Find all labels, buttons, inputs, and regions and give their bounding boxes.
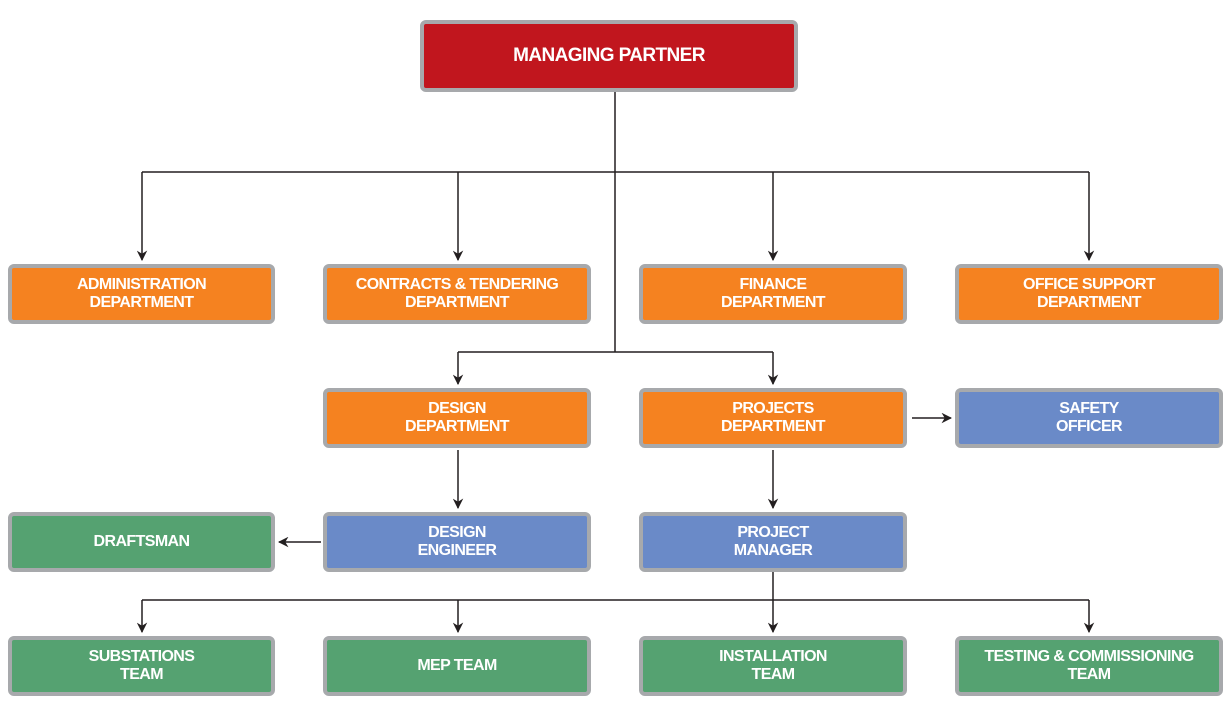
node-installation-team[interactable]: INSTALLATION TEAM [639, 636, 907, 696]
node-safety-officer[interactable]: SAFETY OFFICER [955, 388, 1223, 448]
node-label: DESIGN DEPARTMENT [405, 400, 510, 435]
node-label: ADMINISTRATION DEPARTMENT [76, 276, 207, 311]
node-label: DRAFTSMAN [93, 533, 191, 550]
node-label: TESTING & COMMISSIONING TEAM [984, 648, 1194, 683]
node-projects-department[interactable]: PROJECTS DEPARTMENT [639, 388, 907, 448]
node-mep-team[interactable]: MEP TEAM [323, 636, 591, 696]
node-label: CONTRACTS & TENDERING DEPARTMENT [355, 276, 559, 311]
node-design-engineer[interactable]: DESIGN ENGINEER [323, 512, 591, 572]
node-finance-department[interactable]: FINANCE DEPARTMENT [639, 264, 907, 324]
node-contracts-tendering-department[interactable]: CONTRACTS & TENDERING DEPARTMENT [323, 264, 591, 324]
node-office-support-department[interactable]: OFFICE SUPPORT DEPARTMENT [955, 264, 1223, 324]
node-label: MANAGING PARTNER [513, 45, 705, 66]
node-design-department[interactable]: DESIGN DEPARTMENT [323, 388, 591, 448]
node-label: SUBSTATIONS TEAM [88, 648, 195, 683]
node-label: PROJECTS DEPARTMENT [721, 400, 826, 435]
node-draftsman[interactable]: DRAFTSMAN [8, 512, 275, 572]
node-label: INSTALLATION TEAM [719, 648, 827, 683]
node-label: PROJECT MANAGER [733, 524, 813, 559]
node-substations-team[interactable]: SUBSTATIONS TEAM [8, 636, 275, 696]
node-label: DESIGN ENGINEER [417, 524, 497, 559]
node-label: OFFICE SUPPORT DEPARTMENT [1022, 276, 1156, 311]
node-project-manager[interactable]: PROJECT MANAGER [639, 512, 907, 572]
node-managing-partner[interactable]: MANAGING PARTNER [420, 20, 798, 92]
node-label: SAFETY OFFICER [1055, 400, 1123, 435]
node-label: FINANCE DEPARTMENT [721, 276, 826, 311]
node-administration-department[interactable]: ADMINISTRATION DEPARTMENT [8, 264, 275, 324]
node-label: MEP TEAM [417, 657, 497, 674]
node-testing-commissioning-team[interactable]: TESTING & COMMISSIONING TEAM [955, 636, 1223, 696]
